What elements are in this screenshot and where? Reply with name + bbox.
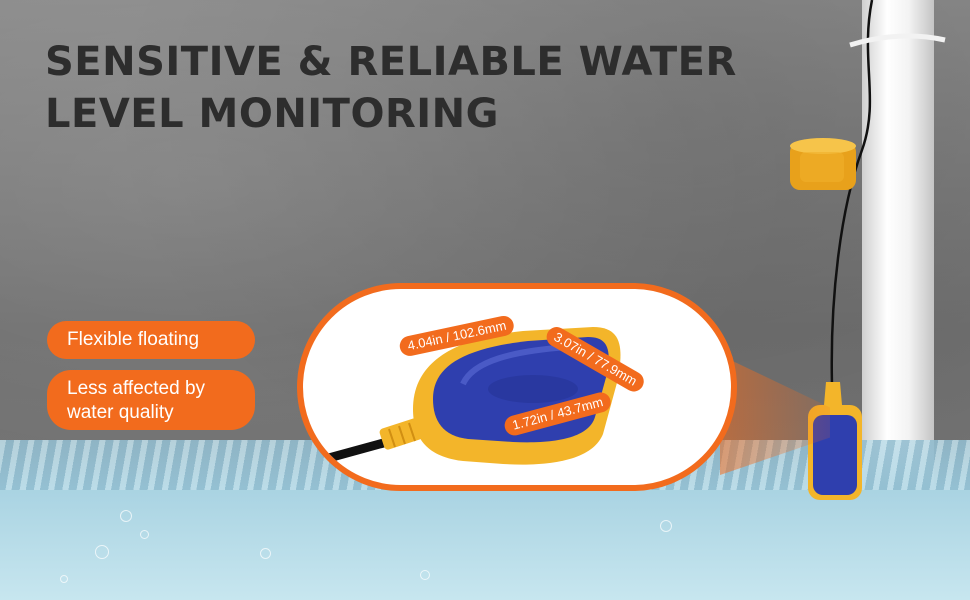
page-title: SENSITIVE & RELIABLE WATER LEVEL MONITOR… xyxy=(45,36,745,140)
pipe-strap xyxy=(849,33,946,48)
product-closeup-callout xyxy=(297,283,737,491)
float-highlight xyxy=(460,344,569,386)
bubble xyxy=(60,575,68,583)
bubble xyxy=(420,570,430,580)
bubble xyxy=(660,520,672,532)
bubble xyxy=(120,510,132,522)
bubble xyxy=(140,530,149,539)
feature-badge-water-quality: Less affected by water quality xyxy=(47,370,255,430)
counterweight xyxy=(790,138,856,190)
feature-label: Flexible floating xyxy=(67,329,200,350)
feature-badge-flexible: Flexible floating xyxy=(47,321,255,359)
cable-gland xyxy=(379,418,423,450)
cable xyxy=(830,0,874,386)
float-switch-closeup xyxy=(303,327,621,470)
bubble xyxy=(95,545,109,559)
feature-label: water quality xyxy=(67,402,174,423)
headline-line-1: SENSITIVE & RELIABLE WATER xyxy=(45,39,737,85)
feature-label: Less affected by xyxy=(67,378,206,399)
float-emboss xyxy=(488,375,578,403)
headline-line-2: LEVEL MONITORING xyxy=(45,91,499,137)
bubble xyxy=(260,548,271,559)
